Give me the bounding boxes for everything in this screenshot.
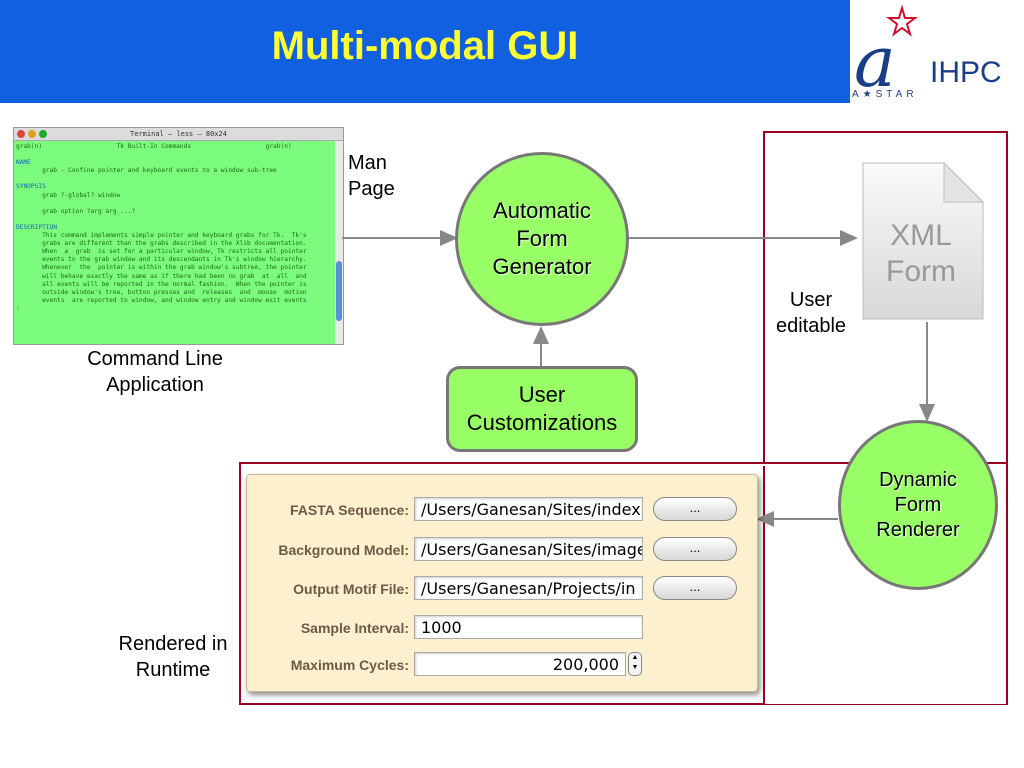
terminal-line: outside window's tree, button presses an… <box>16 288 307 296</box>
terminal-line: NAME <box>16 159 31 167</box>
terminal-line: When a grab is set for a particular wind… <box>16 248 307 256</box>
form-row: Sample Interval: 1000 <box>247 613 757 645</box>
logo-text: IHPC <box>930 56 1002 89</box>
browse-button[interactable]: ... <box>653 497 737 521</box>
rendered-form-panel: FASTA Sequence: /Users/Ganesan/Sites/inde… <box>246 474 758 692</box>
xml-form-label: XML Form <box>886 219 956 288</box>
dynamic-form-renderer-node: Dynamic Form Renderer <box>838 420 998 590</box>
frame-join-cover-line <box>241 464 765 466</box>
ihpc-logo: a IHPC A★STAR <box>850 0 1024 103</box>
form-field-input[interactable]: /Users/Ganesan/Sites/index <box>414 497 643 521</box>
terminal-line <box>16 151 333 159</box>
xml-form-document: XML Form <box>862 161 985 320</box>
stepper-icon[interactable]: ▲▼ <box>628 652 642 676</box>
form-row: Maximum Cycles: 200,000▲▼ <box>247 650 757 682</box>
browse-button[interactable]: ... <box>653 576 737 600</box>
browse-button[interactable]: ... <box>653 537 737 561</box>
form-field-label: Sample Interval: <box>300 620 409 636</box>
form-field-label: Background Model: <box>278 542 409 558</box>
form-field-label: FASTA Sequence: <box>289 502 409 518</box>
terminal-scrollbar[interactable] <box>335 141 343 344</box>
form-field-input[interactable]: /Users/Ganesan/Projects/in <box>414 576 643 600</box>
terminal-text[interactable]: grab(n) Tk Built-In Commands grab(n) NAME… <box>14 141 335 344</box>
terminal-line: : <box>16 304 20 312</box>
terminal-line: Whenever the pointer is within the grab … <box>16 264 307 272</box>
logo-subtext: A★STAR <box>852 89 918 100</box>
terminal-line: grab option ?arg arg ...? <box>16 207 136 215</box>
form-row: Output Motif File: /Users/Ganesan/Project… <box>247 574 757 606</box>
user-customizations-node: User Customizations <box>446 366 638 452</box>
user-editable-label: User editable <box>775 289 847 337</box>
man-page-label: Man Page <box>348 152 395 200</box>
terminal-line: SYNOPSIS <box>16 183 46 191</box>
terminal-line: will behave exactly the same as if there… <box>16 272 307 280</box>
terminal-line: events to the grab window and its descen… <box>16 256 307 264</box>
automatic-form-generator-node: Automatic Form Generator <box>455 152 629 326</box>
minimize-icon[interactable] <box>28 130 36 138</box>
runtime-frame-bottom <box>239 462 1008 705</box>
form-field-label: Output Motif File: <box>293 581 409 597</box>
terminal-line: This command implements simple pointer a… <box>16 232 307 240</box>
terminal-titlebar: Terminal — less — 80x24 <box>14 128 343 141</box>
slide-title: Multi-modal GUI <box>271 24 579 68</box>
form-row: FASTA Sequence: /Users/Ganesan/Sites/inde… <box>247 495 757 527</box>
command-line-label: Command Line Application <box>87 348 223 396</box>
terminal-line: grabs are different than the grabs descr… <box>16 240 307 248</box>
form-field-label: Maximum Cycles: <box>290 657 409 673</box>
terminal-line: grab ?-global? window <box>16 191 121 199</box>
terminal-line: DESCRIPTION <box>16 223 57 231</box>
terminal-line <box>16 200 333 208</box>
terminal-line: grab(n) Tk Built-In Commands grab(n) <box>16 143 292 150</box>
terminal-line <box>16 175 333 183</box>
form-field-input[interactable]: 200,000 <box>414 652 626 676</box>
terminal-line: grab - Confine pointer and keyboard even… <box>16 167 277 175</box>
svg-text:a: a <box>854 21 896 103</box>
form-field-input[interactable]: 1000 <box>414 615 643 639</box>
terminal-line: events are reported to window, and windo… <box>16 296 307 304</box>
close-icon[interactable] <box>17 130 25 138</box>
terminal-title: Terminal — less — 80x24 <box>130 130 227 138</box>
rendered-runtime-label: Rendered in Runtime <box>118 633 228 681</box>
astar-logo-icon: a <box>854 4 918 103</box>
form-field-input[interactable]: /Users/Ganesan/Sites/image <box>414 537 643 561</box>
scrollbar-thumb[interactable] <box>336 261 342 321</box>
header-bar <box>0 0 850 103</box>
document-icon <box>862 161 985 320</box>
terminal-line <box>16 216 333 224</box>
terminal-window[interactable]: Terminal — less — 80x24 grab(n) Tk Built… <box>13 127 344 345</box>
terminal-line: all events will be reported in the norma… <box>16 280 307 288</box>
form-row: Background Model: /Users/Ganesan/Sites/im… <box>247 535 757 567</box>
zoom-icon[interactable] <box>39 130 47 138</box>
